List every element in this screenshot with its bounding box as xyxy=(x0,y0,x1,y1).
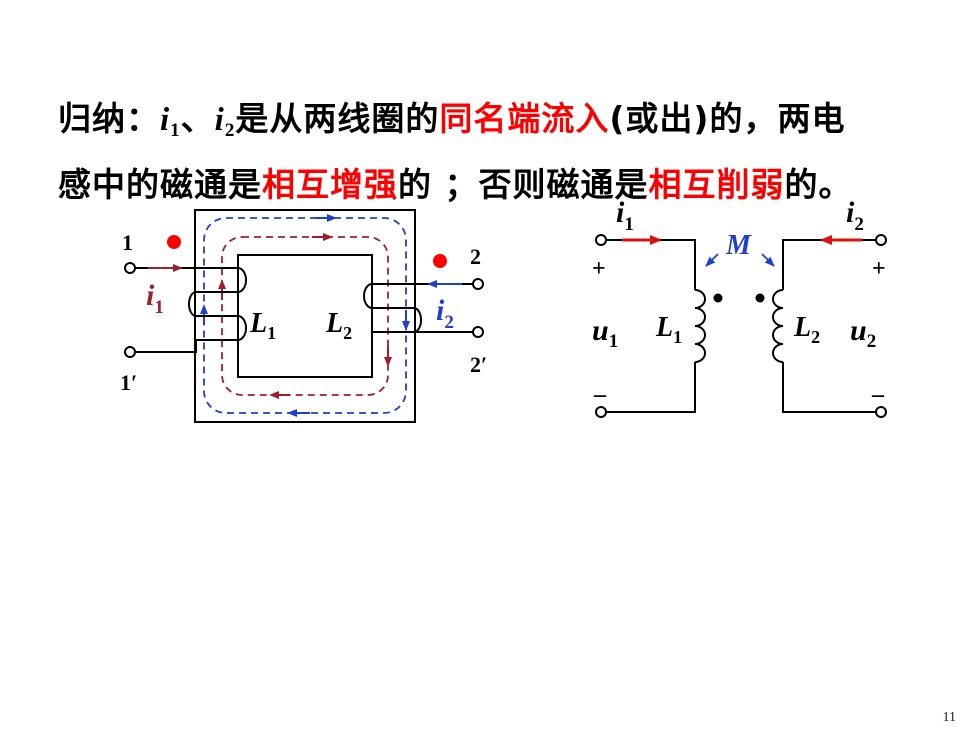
var-i1: i1 xyxy=(160,102,181,141)
summary-part3: 感中的磁通是 xyxy=(58,165,262,204)
inductor-L2-coil xyxy=(772,289,784,363)
summary-prefix: 归纳： xyxy=(58,99,160,138)
highlight-reinforce: 相互增强 xyxy=(262,165,398,204)
terminal-1p-label: 1′ xyxy=(120,370,137,395)
winding-L2 xyxy=(363,283,476,337)
var-i2: i2 xyxy=(214,102,236,141)
label-plus-left: + xyxy=(592,256,606,282)
summary-part4: 的 ；否则磁通是 xyxy=(398,165,649,204)
highlight-weaken: 相互削弱 xyxy=(648,165,785,204)
dot-marker-1 xyxy=(167,235,181,249)
summary-text: 归纳：i1、i2是从两线圈的同名端流入(或出)的，两电 感中的磁通是相互增强的 … xyxy=(58,92,958,212)
summary-line-1: 归纳：i1、i2是从两线圈的同名端流入(或出)的，两电 xyxy=(58,92,958,158)
terminal-2p-circle xyxy=(472,326,484,338)
summary-line-2: 感中的磁通是相互增强的 ；否则磁通是相互削弱的。 xyxy=(58,158,958,212)
label-u2: u2 xyxy=(850,314,876,352)
dot-marker-2 xyxy=(433,254,447,268)
transformer-diagram: 1 1′ 2 2′ i1 i2 L1 L2 xyxy=(120,209,487,423)
label-i1-right: i1 xyxy=(616,196,634,235)
terminal-1-label: 1 xyxy=(122,230,133,255)
label-minus-right: – xyxy=(871,382,885,408)
label-L1-left: L1 xyxy=(249,308,276,343)
label-L1-right: L1 xyxy=(655,312,682,347)
right-terminal-bottom-right xyxy=(875,406,887,418)
terminal-1p-circle xyxy=(124,346,136,358)
coupled-inductor-diagram: i1 i2 M + + – – u1 u2 L1 L2 xyxy=(592,196,887,418)
summary-sep: 、 xyxy=(180,99,215,138)
terminal-2p-label: 2′ xyxy=(470,352,487,377)
polarity-dot-L2 xyxy=(755,293,765,303)
label-L2-left: L2 xyxy=(325,308,352,343)
label-i2-left: i2 xyxy=(436,294,454,333)
mutual-arrow-left xyxy=(705,253,719,267)
label-minus-left: – xyxy=(593,382,607,408)
terminal-1-circle xyxy=(124,262,136,274)
label-i1-left: i1 xyxy=(146,279,164,318)
inductor-L1-coil xyxy=(694,289,706,363)
page-number: 11 xyxy=(942,710,956,725)
summary-part1: 是从两线圈的 xyxy=(235,99,440,138)
transformer-core xyxy=(194,209,416,423)
mutual-arrow-right xyxy=(761,253,775,267)
label-L2-right: L2 xyxy=(793,312,820,347)
terminal-2-label: 2 xyxy=(470,244,481,269)
terminal-2-circle xyxy=(472,278,484,290)
label-i2-right: i2 xyxy=(846,196,864,235)
flux-path-red xyxy=(221,236,389,396)
label-u1: u1 xyxy=(592,314,618,352)
label-M: M xyxy=(725,230,752,261)
summary-part5: 的。 xyxy=(784,165,853,204)
summary-part2: (或出)的，两电 xyxy=(609,99,846,138)
right-terminal-bottom-left xyxy=(595,406,607,418)
label-plus-right: + xyxy=(872,256,886,282)
polarity-dot-L1 xyxy=(713,293,723,303)
highlight-same-name-terminal: 同名端流入 xyxy=(439,99,610,138)
right-terminal-top-right xyxy=(875,234,887,246)
right-terminal-top-left xyxy=(595,234,607,246)
circuit-wires xyxy=(605,239,877,413)
